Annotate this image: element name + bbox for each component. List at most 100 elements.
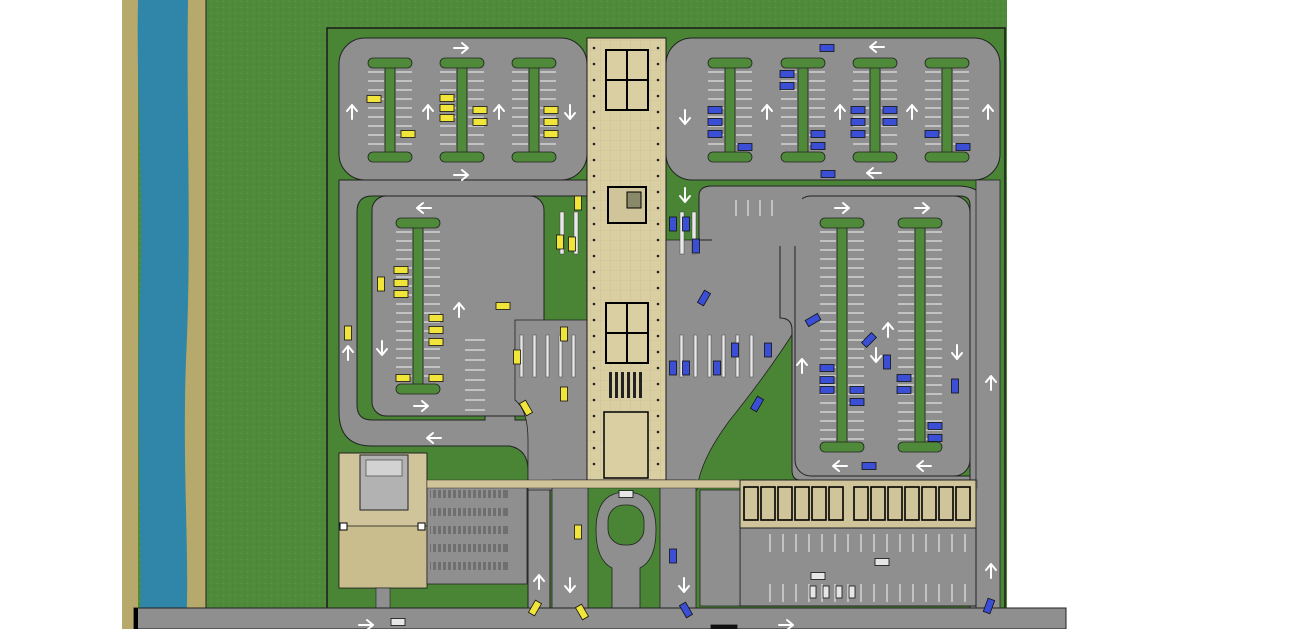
- car-icon: [395, 374, 411, 382]
- parking-island: [528, 61, 540, 159]
- car-body: [896, 374, 912, 382]
- car-icon: [393, 266, 409, 274]
- car-body: [804, 312, 822, 328]
- arrow-shape: [453, 169, 469, 181]
- arrow-left-icon: [426, 432, 442, 444]
- car-icon: [682, 216, 690, 232]
- car-body: [377, 276, 385, 292]
- car-icon: [390, 618, 406, 626]
- bus-shelter: [794, 486, 810, 521]
- arrow-shape: [533, 574, 545, 590]
- car-body: [924, 130, 940, 138]
- vehicles: [344, 44, 996, 629]
- road-right-outer: [975, 179, 1001, 613]
- gate-lane-divider: [691, 211, 697, 255]
- car-icon: [883, 354, 891, 370]
- arrow-down-icon: [678, 577, 690, 593]
- car-icon: [513, 349, 521, 365]
- column-dot: [592, 254, 596, 258]
- car-body: [692, 238, 700, 254]
- arrow-shape: [906, 104, 918, 120]
- car-icon: [707, 106, 723, 114]
- arrow-shape: [796, 358, 808, 374]
- car-body: [495, 302, 511, 310]
- car-icon: [955, 143, 971, 151]
- gate-lane-divider: [707, 334, 712, 378]
- arrow-down-icon: [564, 104, 576, 120]
- car-body: [810, 142, 826, 150]
- car-body: [779, 82, 795, 90]
- car-body: [574, 603, 590, 621]
- parking-island-cap: [395, 217, 441, 229]
- gate-lane-divider: [749, 334, 754, 378]
- car-body: [779, 70, 795, 78]
- arrow-shape: [778, 619, 794, 629]
- car-body: [707, 118, 723, 126]
- bus-shelter: [904, 486, 920, 521]
- arrow-shape: [834, 104, 846, 120]
- arrow-shape: [493, 104, 505, 120]
- column-dot: [592, 302, 596, 306]
- arrow-shape: [416, 202, 432, 214]
- car-icon: [560, 326, 568, 342]
- car-icon: [951, 378, 959, 394]
- main-road-bottom: [133, 607, 1067, 629]
- car-icon: [713, 360, 721, 376]
- column-dot: [656, 62, 660, 66]
- arrow-shape: [453, 302, 465, 318]
- car-icon: [428, 338, 444, 346]
- car-icon: [574, 603, 590, 621]
- car-body: [819, 376, 835, 384]
- car-body: [428, 314, 444, 322]
- car-icon: [927, 422, 943, 430]
- arrow-down-icon: [679, 109, 691, 125]
- gate-lane-divider: [693, 334, 698, 378]
- column-dot: [656, 110, 660, 114]
- arrow-shape: [564, 104, 576, 120]
- car-icon: [927, 434, 943, 442]
- car-body: [982, 597, 996, 615]
- car-body: [393, 290, 409, 298]
- car-icon: [574, 195, 582, 211]
- gate-lane-divider: [679, 211, 685, 255]
- column-dot: [656, 414, 660, 418]
- parking-island-cap: [511, 57, 557, 69]
- bus-bay: [430, 526, 508, 534]
- gate-lane-divider: [573, 211, 579, 255]
- car-body: [883, 354, 891, 370]
- car-icon: [710, 624, 738, 629]
- arrow-down-icon: [679, 187, 691, 203]
- car-body: [749, 395, 765, 413]
- car-icon: [428, 374, 444, 382]
- car-body: [850, 118, 866, 126]
- car-body: [819, 364, 835, 372]
- arrow-down-icon: [564, 577, 576, 593]
- car-icon: [882, 106, 898, 114]
- bus-shelter: [870, 486, 886, 521]
- column-dot: [656, 382, 660, 386]
- column-dot: [656, 46, 660, 50]
- bus-bay: [430, 544, 508, 552]
- column-dot: [656, 254, 660, 258]
- arrow-up-icon: [533, 574, 545, 590]
- car-body: [874, 558, 890, 566]
- car-icon: [850, 118, 866, 126]
- parking-lot-bottom-right: [739, 527, 977, 607]
- car-icon: [819, 386, 835, 394]
- car-icon: [882, 118, 898, 126]
- car-icon: [400, 130, 416, 138]
- column-dot: [592, 238, 596, 242]
- column-dot: [592, 174, 596, 178]
- car-icon: [924, 130, 940, 138]
- car-body: [543, 130, 559, 138]
- car-body: [822, 585, 830, 599]
- river-bank-right: [184, 0, 206, 629]
- parking-island-cap: [780, 57, 826, 69]
- road-edge-post: [134, 608, 138, 629]
- column-dot: [592, 350, 596, 354]
- column-dot: [656, 286, 660, 290]
- car-icon: [439, 94, 455, 102]
- car-icon: [543, 118, 559, 126]
- entry-road-right: [659, 479, 697, 613]
- column-dot: [656, 190, 660, 194]
